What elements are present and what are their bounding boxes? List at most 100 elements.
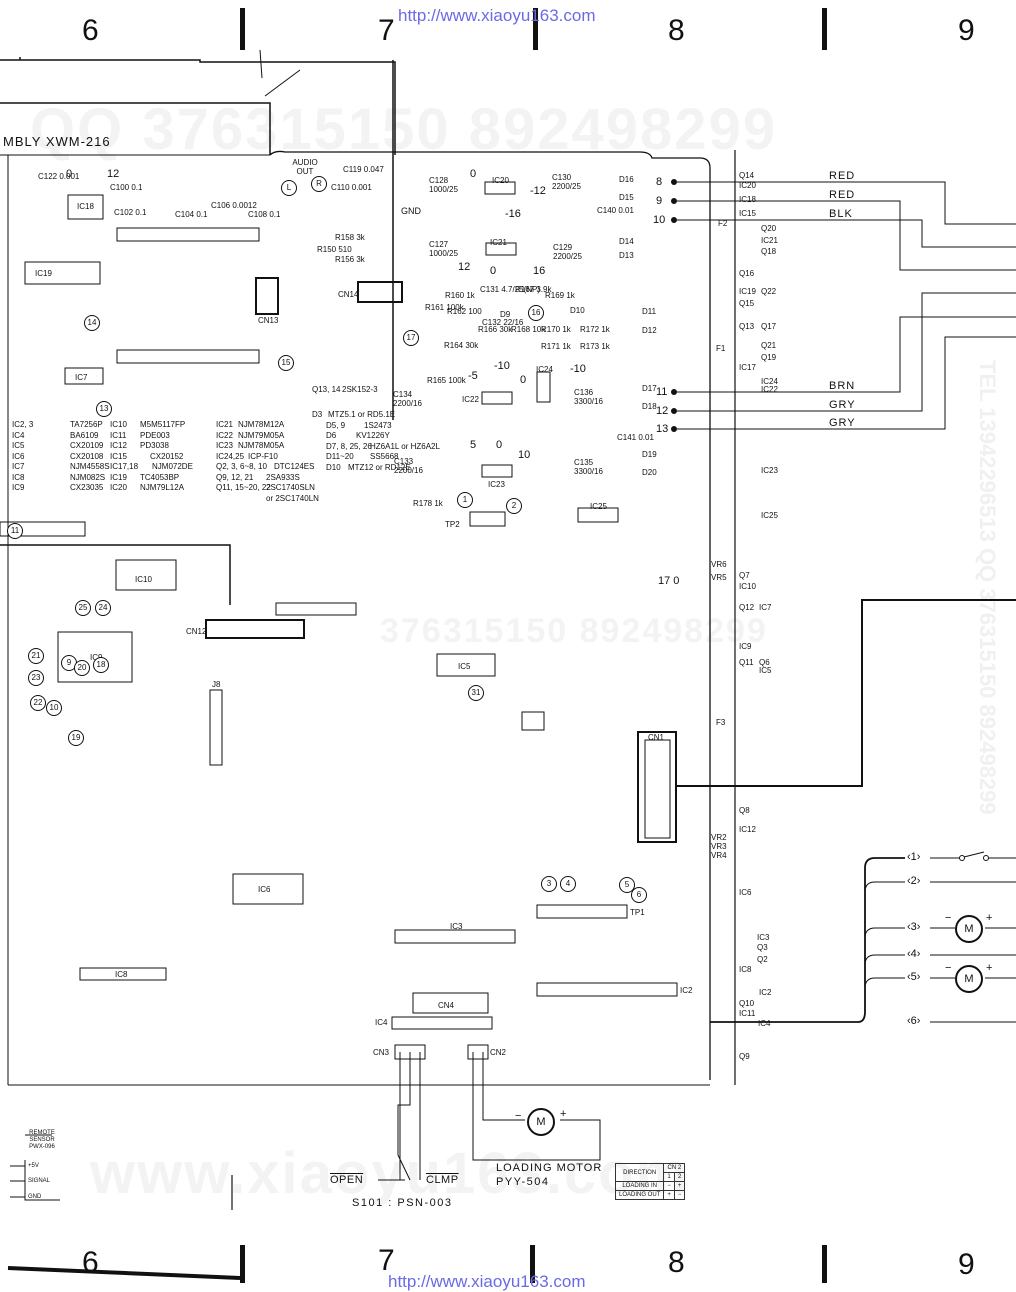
ref-ic2: IC2: [759, 988, 772, 997]
harness-pin-11: 11: [656, 386, 668, 398]
res-r173: R173 1k: [580, 342, 610, 351]
voltage-ic20-m12: -12: [530, 185, 546, 197]
voltage-ic22-m10: -10: [494, 360, 510, 372]
test-point-3: 3: [541, 876, 557, 892]
res-r170: R170 1k: [541, 325, 571, 334]
harness-pin-12: 12: [656, 405, 669, 417]
cap-c104: C104 0.1: [175, 210, 208, 219]
ref-ic15: IC15: [739, 209, 756, 218]
cn12-label: CN12: [186, 627, 207, 636]
res-r165: R165 100k: [427, 376, 466, 385]
voltage-ic20-m16: -16: [505, 208, 521, 220]
cap-c132: C132 22/16: [482, 318, 524, 327]
res-r158: R158 3k: [335, 233, 365, 242]
watermark-tel: TEL 13942296513 QQ 376315150 892498299: [975, 360, 1000, 815]
table-row: LOADING IN − +: [614, 1181, 686, 1191]
ic10-label: IC10: [135, 575, 152, 584]
footer-url[interactable]: http://www.xiaoyu163.com: [388, 1272, 586, 1291]
cap-c122: C122 0.001: [38, 172, 80, 181]
cap-c134: C134 2200/16: [393, 390, 422, 408]
ic8-label: IC8: [115, 970, 128, 979]
voltage-ic21-12: 12: [458, 261, 471, 273]
ref-q6: Q6: [759, 658, 770, 667]
test-point-20: 20: [74, 660, 90, 676]
test-point-1: 1: [457, 492, 473, 508]
motor-icon: M: [955, 915, 983, 943]
remote-pin-gnd: GND: [28, 1194, 42, 1200]
voltage-ic24-m10: -10: [570, 363, 586, 375]
res-r169: R169 1k: [545, 291, 575, 300]
ref-ic18: IC18: [739, 195, 756, 204]
test-point-18: 18: [93, 657, 109, 673]
row-value: −: [673, 1190, 686, 1200]
ref-ic23: IC23: [761, 466, 778, 475]
switch-part-label: S101 : PSN-003: [352, 1197, 453, 1209]
ref-ic10: IC10: [739, 582, 756, 591]
cap-c135: C135 3300/16: [574, 458, 603, 476]
ic22-label: IC22: [462, 395, 479, 404]
connector-pin-2: ‹2›: [907, 875, 921, 887]
res-r160: R160 1k: [445, 291, 475, 300]
ic19-label: IC19: [35, 269, 52, 278]
res-r168: R168 10k: [511, 325, 546, 334]
diode-d19: D19: [642, 450, 657, 459]
ref-q13: Q13: [739, 322, 755, 331]
voltage-ic18-12: 12: [107, 168, 120, 180]
ref-q20: Q20: [761, 224, 777, 233]
grid-column-7: 7: [378, 14, 395, 47]
test-point-2: 2: [506, 498, 522, 514]
row-value: −: [663, 1181, 675, 1191]
header-url[interactable]: http://www.xiaoyu163.com: [398, 6, 596, 25]
diode-d12: D12: [642, 326, 657, 335]
res-r166: R166 30k: [478, 325, 513, 334]
ic6-label: IC6: [258, 885, 271, 894]
cn2-col-1: 1: [663, 1172, 675, 1182]
ref-q19: Q19: [761, 353, 777, 362]
ref-ic4: IC4: [758, 1019, 771, 1028]
cn14-label: CN14: [338, 290, 359, 299]
voltage-ic23-5: 5: [470, 439, 477, 451]
test-point-23: 23: [28, 670, 44, 686]
diode-d11: D11: [642, 307, 657, 316]
cap-c108: C108 0.1: [248, 210, 281, 219]
voltage-ic21-16: 16: [533, 265, 546, 277]
connector-pin-5: ‹5›: [907, 971, 921, 983]
cn3-label: CN3: [373, 1048, 390, 1057]
ref-q8: Q8: [739, 806, 750, 815]
remote-pin-signal: SIGNAL: [28, 1178, 51, 1184]
ref-q3: Q3: [757, 943, 768, 952]
cn13-label: CN13: [258, 316, 279, 325]
footer-grid-column-8: 8: [668, 1246, 685, 1279]
ref-ic3: IC3: [757, 933, 770, 942]
ref-q9: Q9: [739, 1052, 750, 1061]
ref-ic17: IC17: [739, 363, 756, 372]
grid-divider: [533, 8, 538, 50]
test-point-17: 17: [403, 330, 419, 346]
ref-ic20: IC20: [739, 181, 756, 190]
diode-d17: D17: [642, 384, 657, 393]
voltage-ic23-0: 0: [496, 439, 503, 451]
grid-divider: [240, 8, 245, 50]
ref-vr6: VR6: [711, 560, 727, 569]
grid-column-6: 6: [82, 14, 99, 47]
voltage-ic21-0: 0: [490, 265, 497, 277]
ref-q16: Q16: [739, 269, 755, 278]
switch-open-label: OPEN: [330, 1174, 364, 1186]
test-point-5: 5: [619, 877, 635, 893]
cap-c128: C128 1000/25: [429, 176, 458, 194]
res-r164: R164 30k: [444, 341, 479, 350]
test-point-15: 15: [278, 355, 294, 371]
cap-c102: C102 0.1: [114, 208, 147, 217]
ref-ic21: IC21: [761, 236, 778, 245]
voltage-17-0: 17 0: [658, 575, 680, 587]
cn1-label: CN1: [648, 733, 665, 742]
row-value: +: [673, 1181, 686, 1191]
harness-pin-8: 8: [656, 176, 663, 188]
watermark-qq-top: QQ 376315150 892498299: [30, 97, 778, 162]
ref-q14: Q14: [739, 171, 755, 180]
ic23-label: IC23: [488, 480, 505, 489]
switch-clamp-label: CLMP: [426, 1174, 459, 1186]
